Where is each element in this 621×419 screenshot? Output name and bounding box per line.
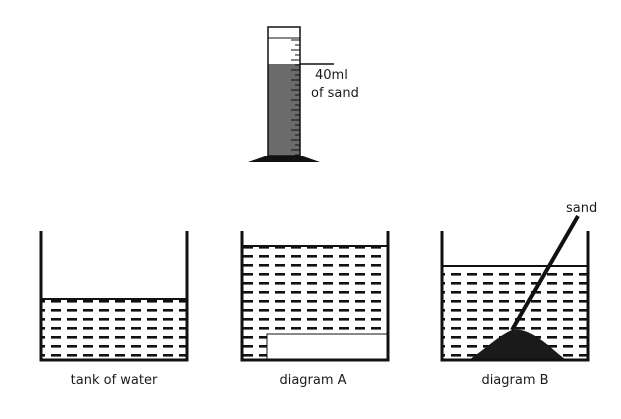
- tank1-walls: [39, 231, 189, 362]
- cylinder-label-line2: of sand: [311, 86, 359, 101]
- tank1-caption: tank of water: [71, 373, 158, 388]
- tank-diagram-b: sand diagram B: [440, 201, 597, 388]
- tankA-caption: diagram A: [279, 373, 346, 388]
- cylinder-scale: [291, 39, 300, 156]
- measuring-cylinder: 40ml of sand: [248, 26, 359, 162]
- tankB-walls: [440, 231, 590, 362]
- sand-label: sand: [566, 201, 597, 216]
- tank-water-only: tank of water: [39, 231, 189, 388]
- tankB-sand-pile: [469, 329, 566, 360]
- tankA-walls: [240, 231, 390, 362]
- cylinder-base: [248, 156, 320, 162]
- tankA-block: [266, 333, 388, 361]
- cylinder-label-line1: 40ml: [315, 68, 348, 83]
- tank-diagram-a: diagram A: [240, 231, 390, 388]
- tankB-caption: diagram B: [481, 373, 548, 388]
- tankB-sand-stream: [510, 214, 580, 332]
- tank1-water: [42, 300, 186, 359]
